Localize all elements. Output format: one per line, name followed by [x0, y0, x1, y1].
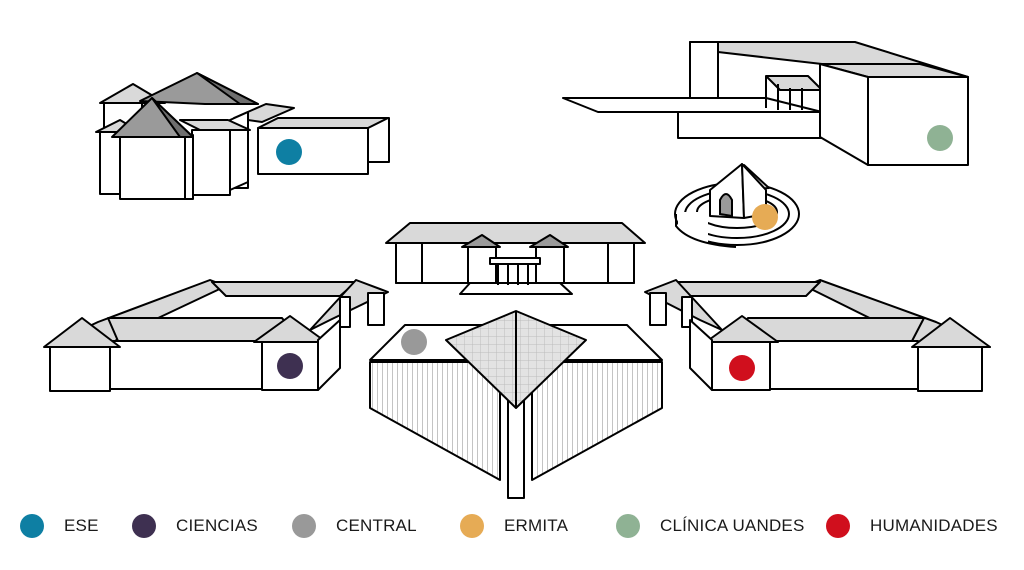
legend-item-humanidades[interactable]: HUMANIDADES — [826, 508, 998, 544]
legend-item-central[interactable]: CENTRAL — [292, 508, 417, 544]
legend-label-clinica: CLÍNICA UANDES — [660, 516, 805, 535]
ese-color-dot — [20, 514, 44, 538]
building-humanidades[interactable] — [644, 279, 991, 392]
legend-label-humanidades: HUMANIDADES — [870, 516, 998, 535]
marker-ese[interactable] — [276, 139, 302, 165]
building-ciencias[interactable] — [43, 279, 389, 392]
marker-clinica[interactable] — [927, 125, 953, 151]
campus-map — [43, 41, 991, 499]
legend-item-ese[interactable]: ESE — [20, 508, 99, 544]
legend-item-clinica[interactable]: CLÍNICA UANDES — [616, 508, 805, 544]
clinica-color-dot — [616, 514, 640, 538]
legend-label-ese: ESE — [64, 516, 99, 535]
legend-item-ciencias[interactable]: CIENCIAS — [132, 508, 258, 544]
building-ermita[interactable] — [674, 163, 800, 248]
central-color-dot — [292, 514, 316, 538]
building-central-north[interactable] — [385, 222, 646, 295]
building-ese[interactable] — [95, 72, 390, 200]
legend-label-ermita: ERMITA — [504, 516, 569, 535]
ciencias-color-dot — [132, 514, 156, 538]
marker-central[interactable] — [401, 329, 427, 355]
legend-label-ciencias: CIENCIAS — [176, 516, 258, 535]
building-central[interactable] — [369, 310, 663, 499]
marker-ermita[interactable] — [752, 204, 778, 230]
building-clinica[interactable] — [562, 41, 969, 166]
map-legend: ESE CIENCIAS CENTRAL ERMITA CLÍNICA UAND… — [0, 508, 1024, 544]
legend-label-central: CENTRAL — [336, 516, 417, 535]
marker-ciencias[interactable] — [277, 353, 303, 379]
ermita-color-dot — [460, 514, 484, 538]
marker-humanidades[interactable] — [729, 355, 755, 381]
humanidades-color-dot — [826, 514, 850, 538]
legend-item-ermita[interactable]: ERMITA — [460, 508, 568, 544]
